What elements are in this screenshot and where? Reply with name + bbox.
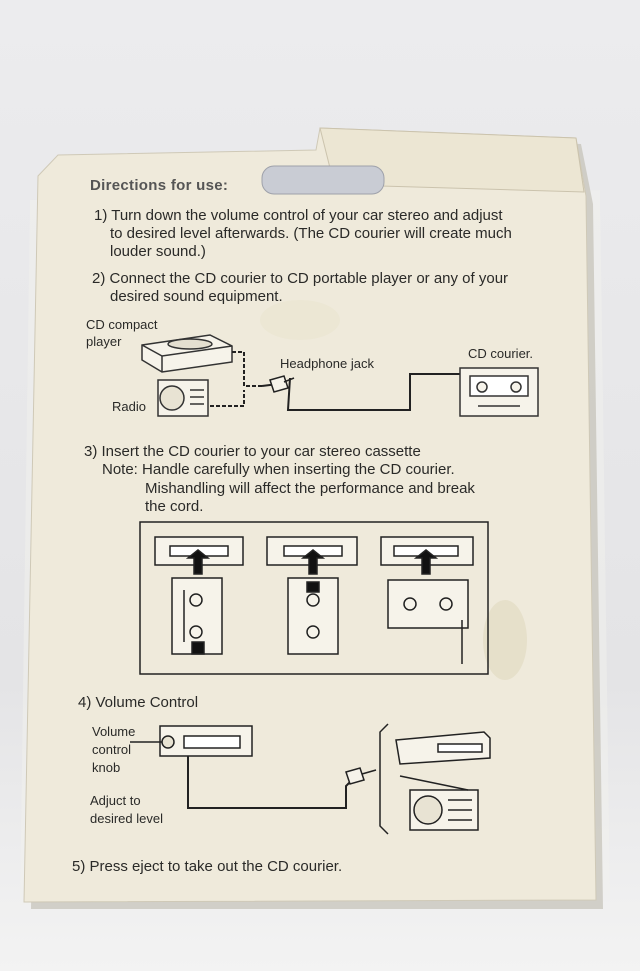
insert-diagram-frame bbox=[139, 521, 489, 675]
step-4-title: 4) Volume Control bbox=[78, 694, 199, 711]
devices-bracket bbox=[379, 723, 389, 835]
insert-step-one bbox=[154, 536, 244, 655]
card-body bbox=[23, 127, 597, 903]
radio-icon bbox=[157, 379, 209, 417]
volume-cable bbox=[187, 756, 353, 809]
adjust-level-label-1: Adjuct to bbox=[90, 793, 141, 808]
step-5-text: 5) Press eject to take out the CD courie… bbox=[72, 858, 343, 875]
step-2-line-2: desired sound equipment. bbox=[110, 288, 283, 305]
insert-step-three bbox=[380, 536, 474, 664]
cd-player-label-2: player bbox=[86, 334, 122, 349]
step-3-line-1: 3) Insert the CD courier to your car ste… bbox=[84, 443, 421, 460]
hang-hole bbox=[261, 165, 385, 195]
torn-flap bbox=[319, 127, 585, 193]
headphone-jack-label: Headphone jack bbox=[280, 356, 374, 371]
cd-courier-label: CD courier. bbox=[468, 346, 534, 361]
cd-player-label: CD compact bbox=[86, 317, 158, 332]
connection-cables bbox=[210, 351, 468, 411]
adjust-level-label-2: desired level bbox=[90, 811, 163, 826]
cd-player-icon bbox=[141, 334, 233, 373]
headphone-jack-icon bbox=[269, 375, 295, 393]
volume-jack-icon bbox=[345, 767, 377, 785]
step-2-line-1: 2) Connect the CD courier to CD portable… bbox=[92, 270, 509, 287]
volume-knob-label-1: Volume bbox=[92, 724, 136, 739]
cassette-adapter-icon bbox=[459, 367, 539, 417]
step-1-line-1: 1) Turn down the volume control of your … bbox=[94, 207, 503, 224]
step-1-line-2: to desired level afterwards. (The CD cou… bbox=[110, 225, 512, 242]
volume-knob-label-2: control bbox=[92, 742, 132, 757]
volume-adapter-icon bbox=[130, 725, 253, 757]
insert-step-two bbox=[266, 536, 358, 655]
radio-label: Radio bbox=[112, 399, 146, 414]
step-3-note-3: the cord. bbox=[145, 498, 204, 515]
volume-knob-label-3: knob bbox=[92, 760, 121, 775]
step-3-note-2: Mishandling will affect the performance … bbox=[145, 480, 475, 497]
portable-radio-icon bbox=[399, 775, 479, 831]
stereo-unit-icon bbox=[395, 731, 491, 765]
directions-heading: Directions for use: bbox=[90, 177, 229, 194]
step-1-line-3: louder sound.) bbox=[110, 243, 206, 260]
step-3-note-1: Note: Handle carefully when inserting th… bbox=[102, 461, 455, 478]
